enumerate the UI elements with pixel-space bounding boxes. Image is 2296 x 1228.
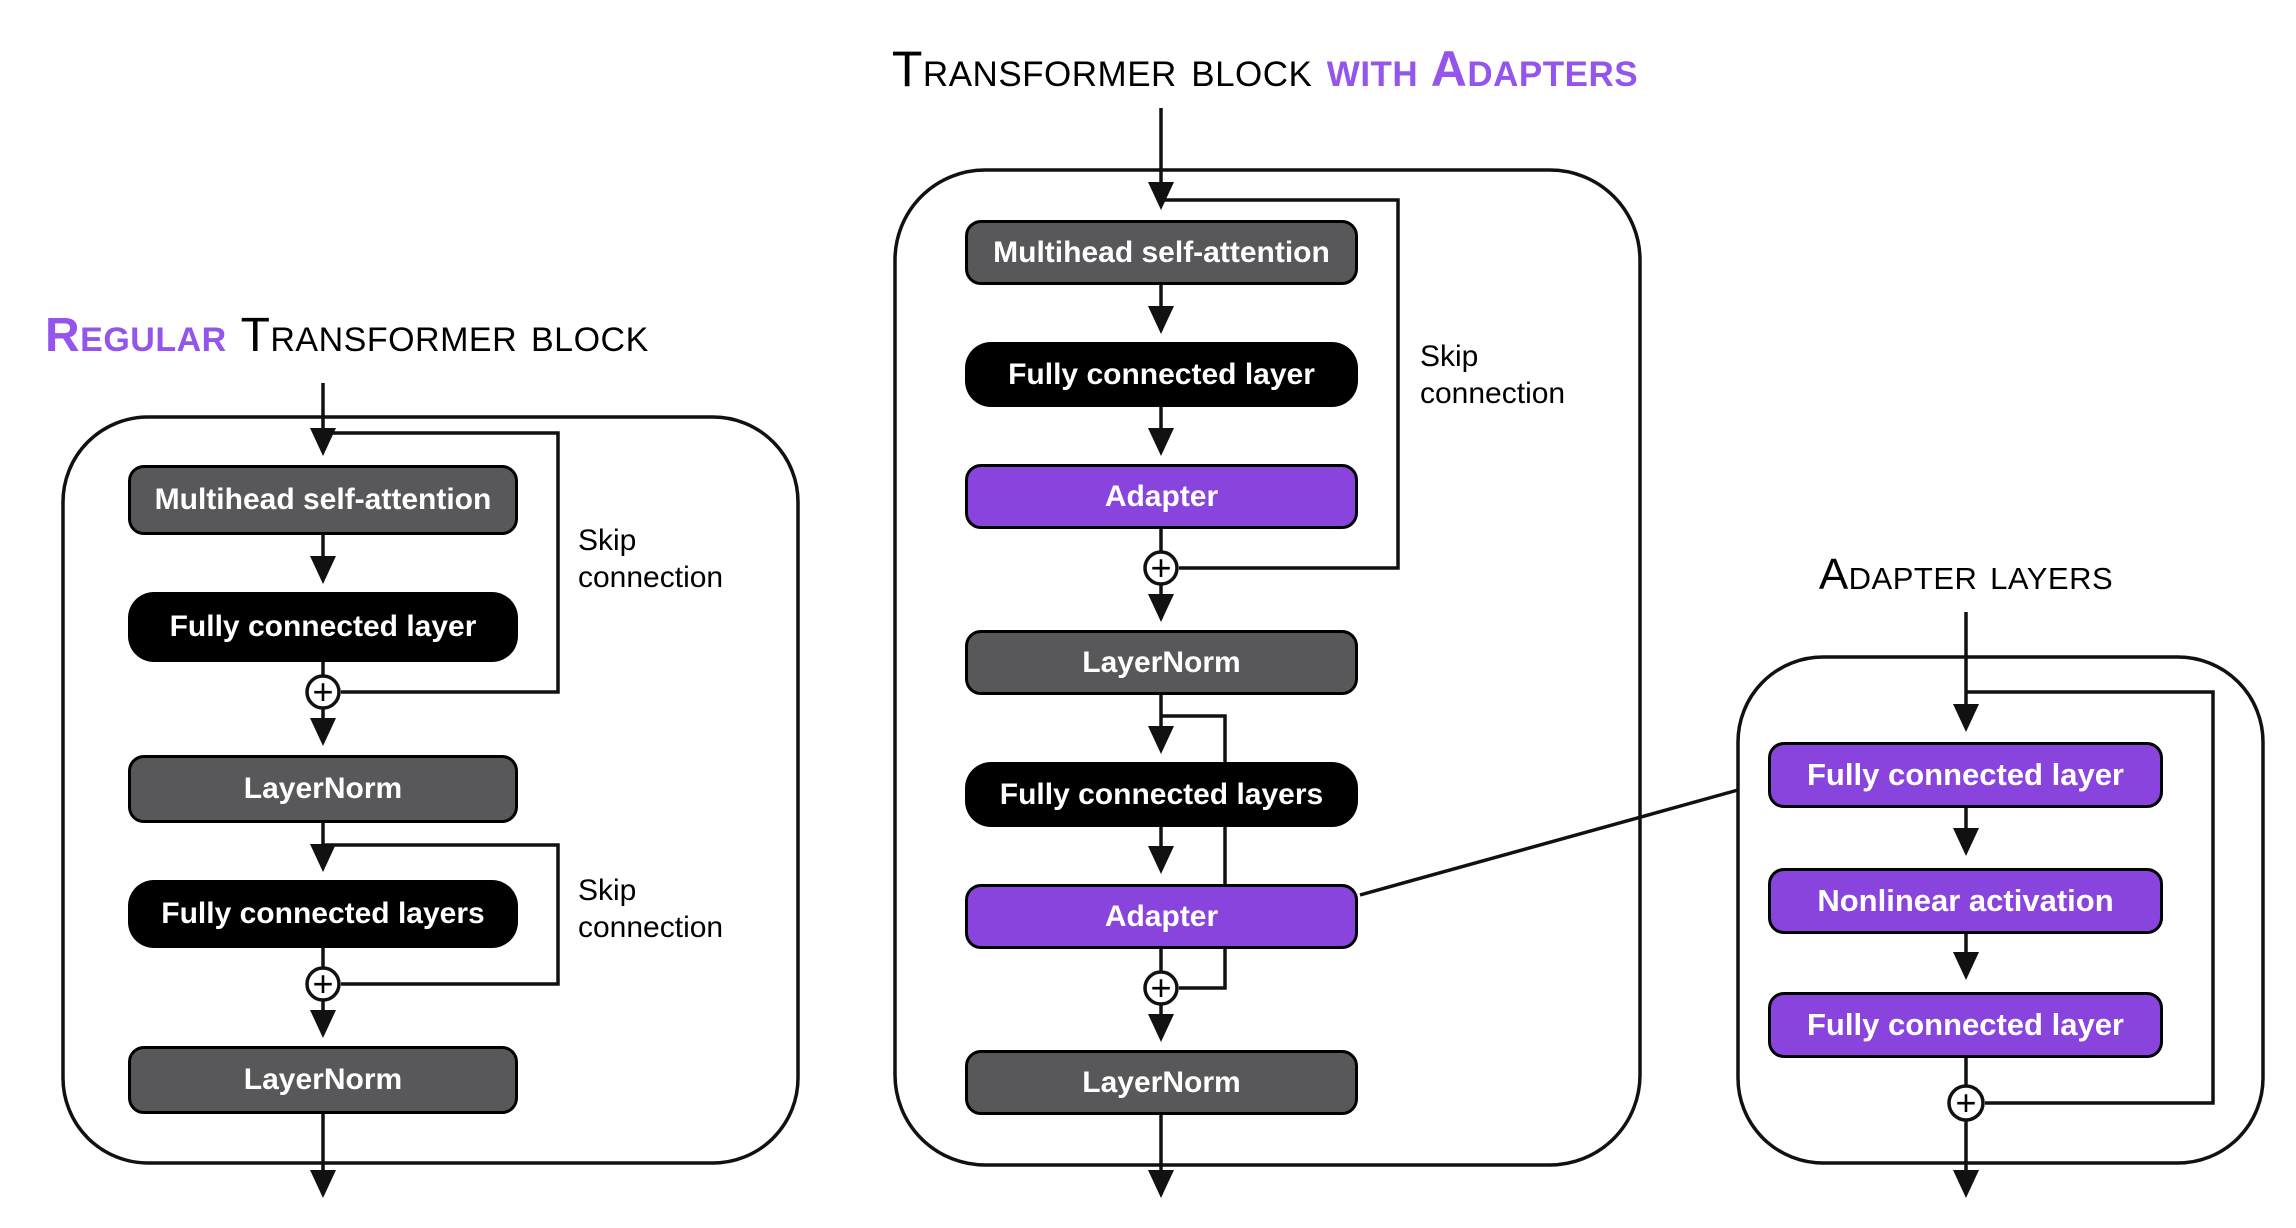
left-skip-line-1 <box>323 431 560 694</box>
node-fully-connected-layer: Fully connected layer <box>1768 992 2163 1058</box>
regular-block-container <box>61 415 800 1165</box>
node-adapter: Adapter <box>965 464 1358 529</box>
regular-block-title: Regular Transformer block <box>45 308 649 363</box>
node-layernorm: LayerNorm <box>128 1046 518 1114</box>
left-skip-line-2 <box>323 843 560 986</box>
right-skip-line <box>1966 690 2215 1105</box>
middle-skip-line-1 <box>1161 198 1400 570</box>
add-icon: + <box>1143 967 1179 1008</box>
regular-title-accent: Regular <box>45 309 241 362</box>
plus-glyph: + <box>1955 1082 1976 1123</box>
node-layernorm: LayerNorm <box>965 630 1358 695</box>
main-title: Transformer block with Adapters <box>760 40 1770 98</box>
add-icon: + <box>1143 547 1179 588</box>
skip-connection-label: Skip connection <box>1420 340 1566 410</box>
skip-connection-label: Skip connection <box>578 524 724 594</box>
plus-glyph: + <box>1150 967 1171 1008</box>
node-layernorm: LayerNorm <box>965 1050 1358 1115</box>
node-multihead-self-attention: Multihead self-attention <box>128 465 518 535</box>
node-fully-connected-layer: Fully connected layer <box>128 592 518 662</box>
middle-skip-line-2 <box>1161 714 1227 990</box>
adapter-detail-callout-line <box>1359 788 1739 897</box>
node-layernorm: LayerNorm <box>128 755 518 823</box>
plus-glyph: + <box>312 671 333 712</box>
node-adapter: Adapter <box>965 884 1358 949</box>
adapter-block-container <box>893 168 1642 1167</box>
node-fully-connected-layer: Fully connected layer <box>965 342 1358 407</box>
main-title-accent: with Adapters <box>1326 41 1639 97</box>
skip-connection-label: Skip connection <box>578 874 724 944</box>
node-nonlinear-activation: Nonlinear activation <box>1768 868 2163 934</box>
plus-glyph: + <box>1150 547 1171 588</box>
add-icon: + <box>305 671 341 712</box>
plus-glyph: + <box>312 963 333 1004</box>
adapter-layers-title: Adapter layers <box>1818 550 2114 599</box>
add-icon: + <box>305 963 341 1004</box>
node-fully-connected-layers: Fully connected layers <box>965 762 1358 827</box>
node-fully-connected-layers: Fully connected layers <box>128 880 518 948</box>
add-icon: + <box>1947 1082 1985 1123</box>
regular-title-rest: Transformer block <box>240 309 649 362</box>
adapter-layers-container <box>1736 655 2265 1165</box>
node-multihead-self-attention: Multihead self-attention <box>965 220 1358 285</box>
main-title-prefix: Transformer block <box>891 41 1327 97</box>
node-fully-connected-layer: Fully connected layer <box>1768 742 2163 808</box>
